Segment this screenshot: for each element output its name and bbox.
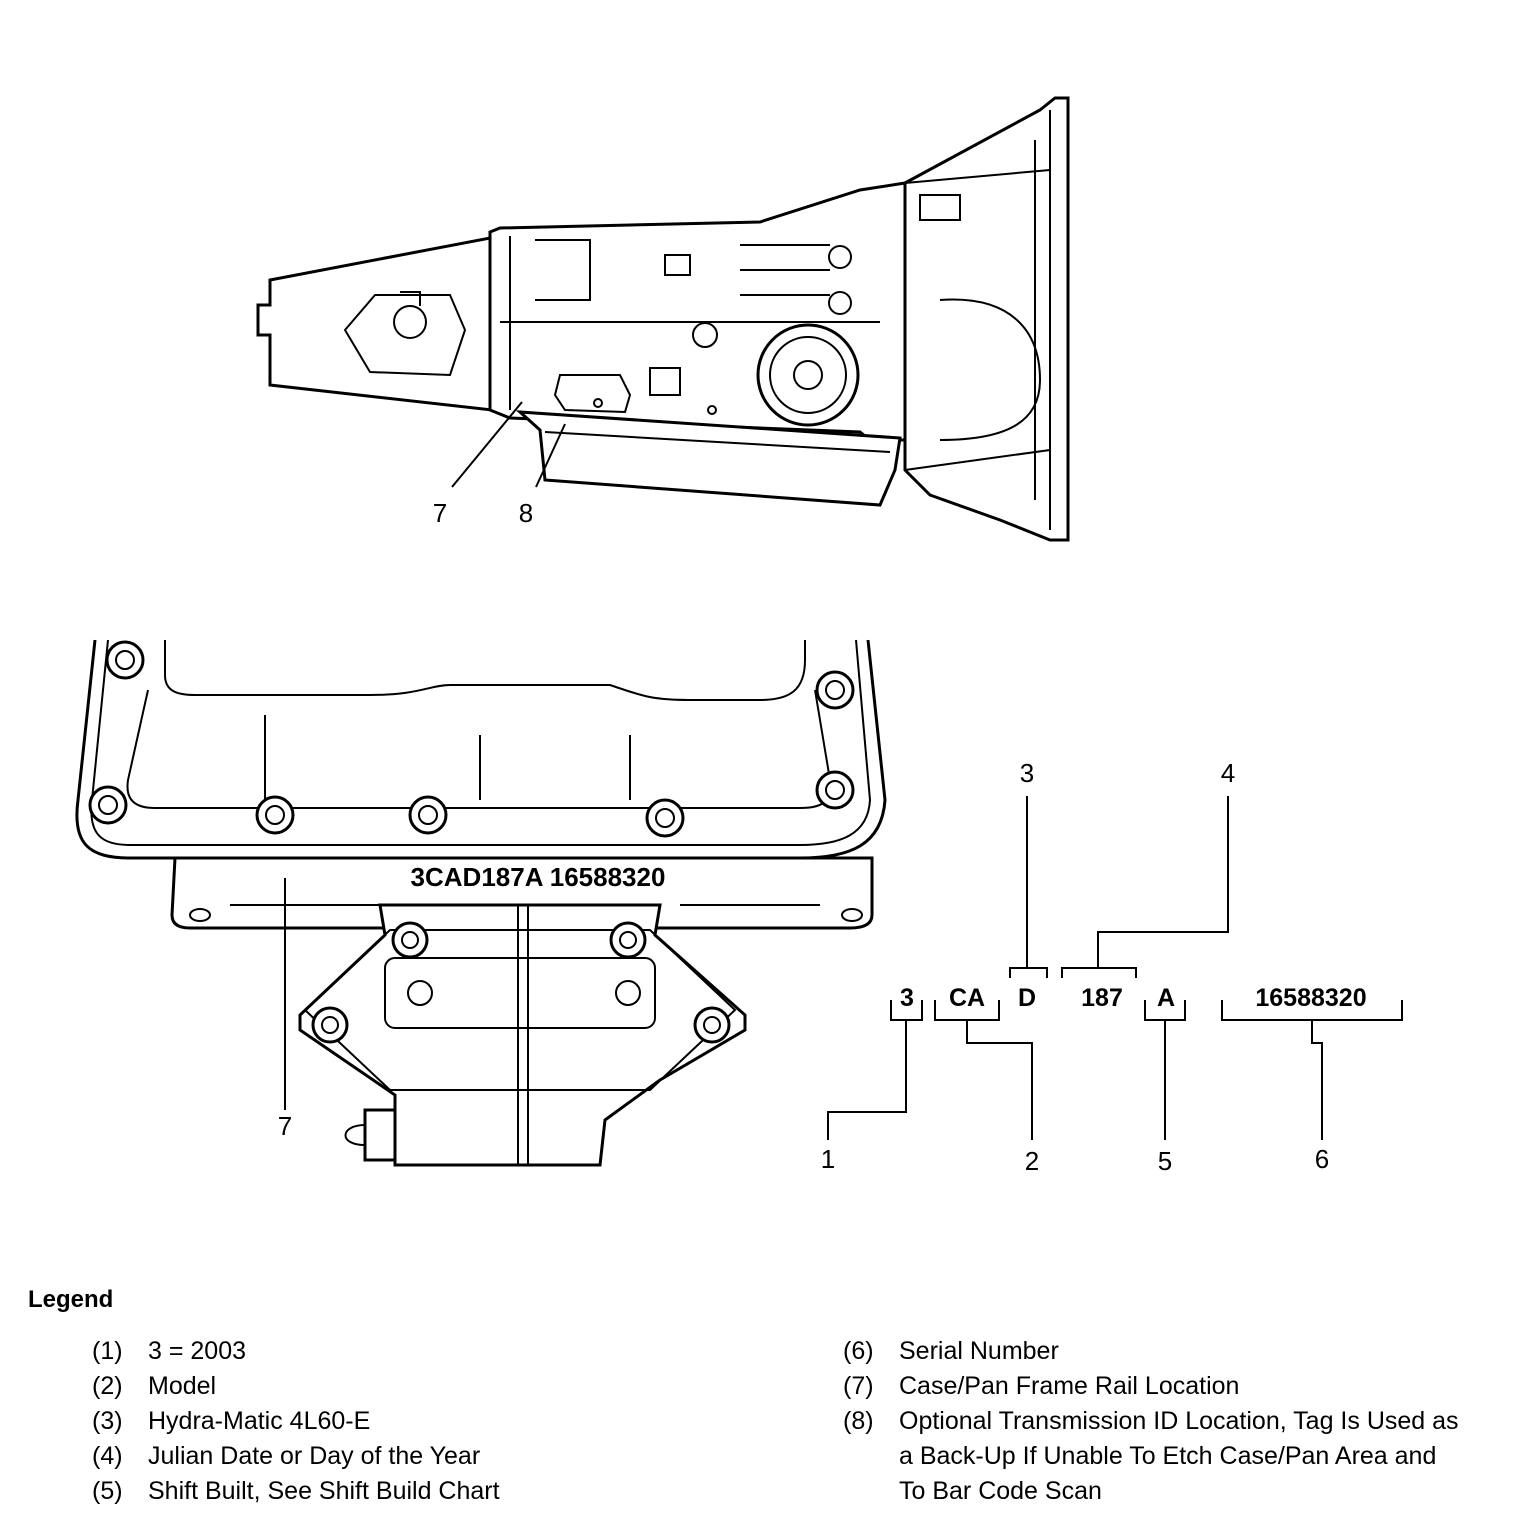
legend-item-number: (7) [843,1372,874,1400]
legend-item-text: Hydra-Matic 4L60-E [148,1407,371,1435]
callout-7-top: 7 [433,498,447,528]
legend-item: (4) Julian Date or Day of the Year [92,1439,708,1474]
code-year: 3 [900,984,914,1012]
code-model: CA [949,984,985,1012]
legend-item: (2) Model [92,1369,708,1404]
legend-title: Legend [28,1286,114,1313]
legend-item: (5) Shift Built, See Shift Build Chart [92,1474,708,1509]
callout-4: 4 [1221,758,1235,788]
transmission-side-view: 7 8 [256,96,1070,542]
legend-item-text: Optional Transmission ID Location, Tag I… [899,1407,1459,1505]
legend-item-number: (8) [843,1407,874,1435]
legend-column-right: (6) Serial Number (7) Case/Pan Frame Rai… [843,1334,1459,1509]
callout-8-top: 8 [519,498,533,528]
legend-item: (1) 3 = 2003 [92,1334,708,1369]
legend-item-text: Shift Built, See Shift Build Chart [148,1477,500,1505]
callout-2: 2 [1025,1146,1039,1176]
transmission-id-diagram: 7 8 3CAD187A 16588320 [75,96,1403,1176]
pan-closeup-view: 3CAD187A 16588320 7 [75,639,887,1167]
callout-5: 5 [1158,1146,1172,1176]
legend-item-number: (1) [92,1337,123,1365]
legend: Legend (1) 3 = 2003 (2) Model (3) Hydra-… [0,1280,1520,1520]
code-shift: A [1157,984,1175,1012]
legend-item-number: (5) [92,1477,123,1505]
legend-item-text: Case/Pan Frame Rail Location [899,1372,1240,1400]
legend-item-text: Serial Number [899,1337,1059,1365]
legend-item-text: 3 = 2003 [148,1337,247,1365]
legend-item-number: (4) [92,1442,123,1470]
callout-6: 6 [1315,1144,1329,1174]
legend-item-number: (2) [92,1372,123,1400]
etched-id-code: 3CAD187A 16588320 [411,862,666,892]
legend-item: (3) Hydra-Matic 4L60-E [92,1404,708,1439]
legend-item: (7) Case/Pan Frame Rail Location [843,1369,1459,1404]
legend-item: (6) Serial Number [843,1334,1459,1369]
code-serial: 16588320 [1255,984,1366,1012]
legend-item-number: (3) [92,1407,123,1435]
code-hydramatic: D [1018,984,1036,1012]
legend-column-left: (1) 3 = 2003 (2) Model (3) Hydra-Matic 4… [92,1334,708,1509]
callout-3: 3 [1020,758,1034,788]
callout-1: 1 [821,1144,835,1174]
legend-item-text: Model [148,1372,217,1400]
callout-7-pan: 7 [278,1111,292,1141]
legend-item-text: Julian Date or Day of the Year [148,1442,481,1470]
code-breakdown: 3 4 3 CA D 187 A 16588320 1 2 5 6 [821,758,1403,1176]
code-julian: 187 [1081,984,1123,1012]
legend-item: (8) Optional Transmission ID Location, T… [843,1404,1459,1509]
legend-item-number: (6) [843,1337,874,1365]
